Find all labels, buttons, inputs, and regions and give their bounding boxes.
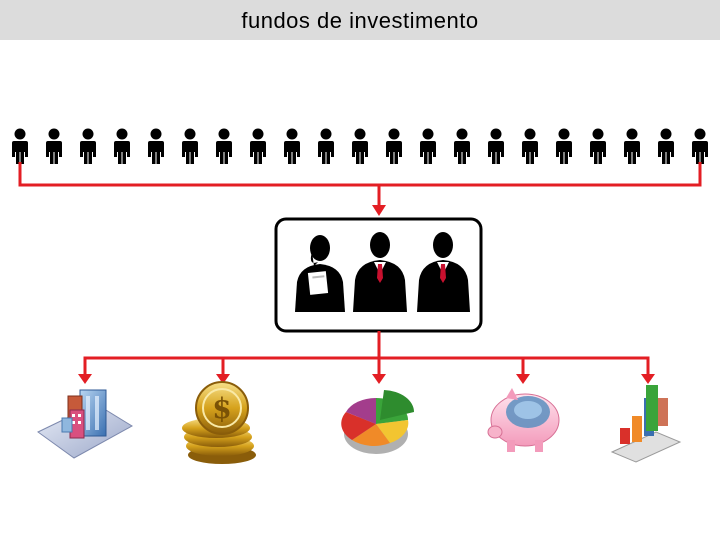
person-icon: [692, 128, 708, 164]
down-arrow-icon: [372, 205, 386, 216]
person-icon: [454, 128, 470, 164]
down-arrow-icon: [641, 374, 655, 384]
title-bar: fundos de investimento: [0, 0, 720, 40]
page-title: fundos de investimento: [241, 8, 479, 33]
person-icon: [420, 128, 436, 164]
assets-connector: [78, 331, 655, 384]
person-icon: [318, 128, 334, 164]
person-icon: [114, 128, 130, 164]
person-icon: [148, 128, 164, 164]
person-icon: [46, 128, 62, 164]
pie-chart-icon: [341, 390, 415, 454]
down-arrow-icon: [216, 374, 230, 384]
person-icon: [522, 128, 538, 164]
person-icon: [250, 128, 266, 164]
down-arrow-icon: [516, 374, 530, 384]
person-icon: [12, 128, 28, 164]
investors-connector: [18, 162, 702, 216]
person-icon: [658, 128, 674, 164]
down-arrow-icon: [78, 374, 92, 384]
investors-row: [12, 128, 708, 164]
person-icon: [590, 128, 606, 164]
businessman-icon: [417, 232, 470, 312]
person-icon: [488, 128, 504, 164]
person-icon: [352, 128, 368, 164]
person-icon: [284, 128, 300, 164]
person-icon: [624, 128, 640, 164]
managers-box: [274, 217, 483, 333]
businessman-icon: [353, 232, 407, 312]
person-icon: [216, 128, 232, 164]
person-icon: [556, 128, 572, 164]
person-icon: [80, 128, 96, 164]
person-icon: [386, 128, 402, 164]
bar-chart-icon: [610, 385, 682, 463]
down-arrow-icon: [372, 374, 386, 384]
buildings-icon: [37, 389, 133, 459]
piggy-bank-icon: [487, 388, 560, 452]
svg-text:$: $: [212, 392, 231, 425]
businesswoman-icon: [295, 235, 345, 312]
person-icon: [182, 128, 198, 164]
gold-coins-icon: $: [182, 381, 256, 464]
